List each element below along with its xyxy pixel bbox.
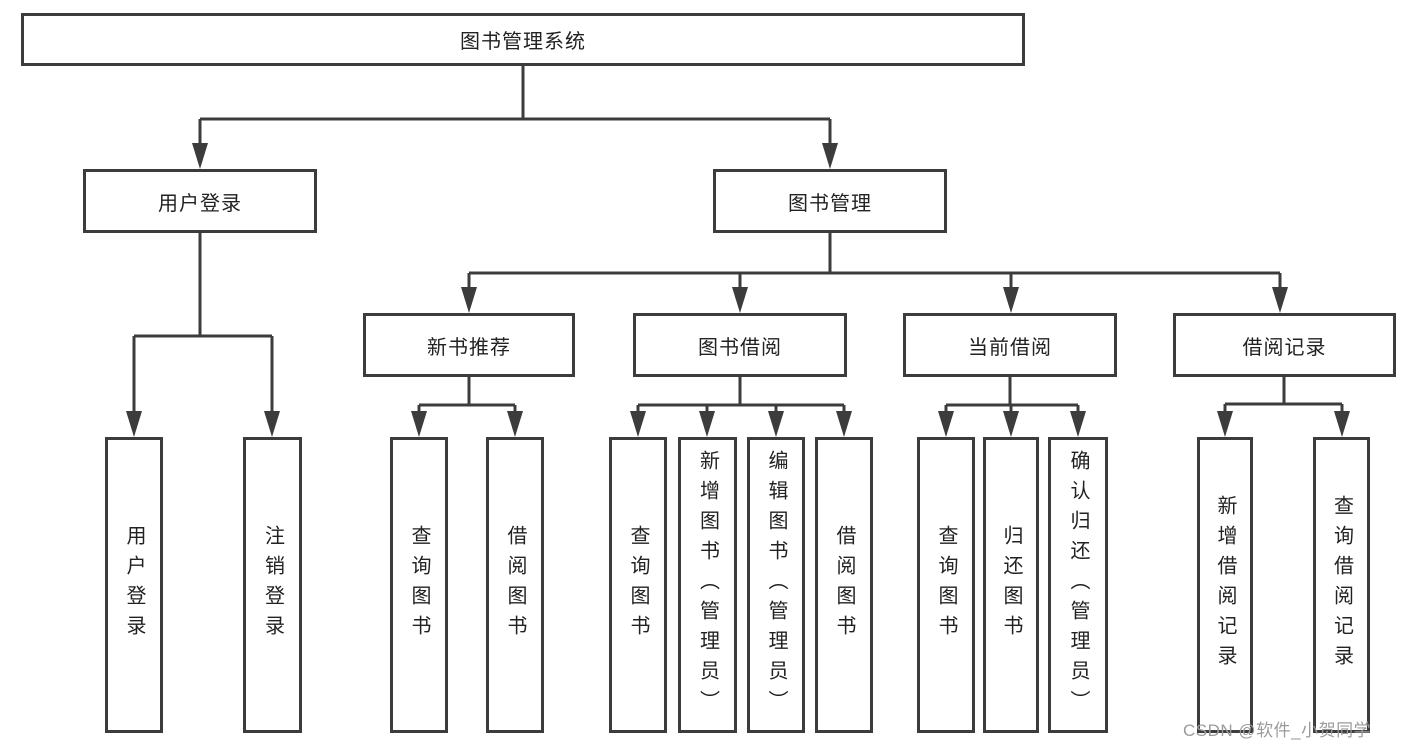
leaf-label: 编辑图书（管理员） (765, 450, 787, 720)
leaf-edit-books-admin: 编辑图书（管理员） (747, 437, 805, 733)
leaf-label: 查询图书 (935, 525, 957, 645)
leaf-label: 确认归还（管理员） (1067, 450, 1089, 720)
leaf-label: 新增图书（管理员） (696, 450, 719, 720)
leaf-query-borrow-record: 查询借阅记录 (1313, 437, 1370, 733)
node-label: 用户登录 (158, 192, 242, 215)
node-label: 新书推荐 (427, 336, 511, 359)
node-library-management-system: 图书管理系统 (21, 13, 1025, 66)
leaf-label: 注销登录 (261, 525, 284, 645)
leaf-borrow-books: 借阅图书 (815, 437, 873, 733)
node-label: 借阅记录 (1242, 336, 1327, 359)
leaf-label: 借阅图书 (504, 525, 526, 645)
leaf-return-books: 归还图书 (983, 437, 1039, 733)
leaf-query-books: 查询图书 (917, 437, 975, 733)
leaf-query-books: 查询图书 (609, 437, 667, 733)
node-user-login: 用户登录 (83, 169, 317, 233)
leaf-label: 查询图书 (408, 525, 430, 645)
leaf-add-borrow-record: 新增借阅记录 (1197, 437, 1253, 733)
leaf-label: 用户登录 (123, 525, 145, 645)
leaf-borrow-books: 借阅图书 (486, 437, 544, 733)
leaf-label: 查询图书 (627, 525, 649, 645)
node-book-management: 图书管理 (713, 169, 947, 233)
leaf-label: 归还图书 (1000, 525, 1022, 645)
leaf-confirm-return-admin: 确认归还（管理员） (1048, 437, 1108, 733)
leaf-label: 借阅图书 (833, 525, 855, 645)
node-label: 图书借阅 (698, 336, 782, 359)
node-new-book-recommend: 新书推荐 (363, 313, 575, 377)
leaf-query-books: 查询图书 (390, 437, 448, 733)
node-label: 图书管理系统 (460, 31, 586, 53)
node-current-borrowing: 当前借阅 (903, 313, 1117, 377)
leaf-label: 查询借阅记录 (1330, 495, 1353, 675)
leaf-user-login: 用户登录 (105, 437, 163, 733)
node-borrowing-records: 借阅记录 (1173, 313, 1396, 377)
node-label: 图书管理 (788, 192, 872, 215)
csdn-watermark: CSDN @软件_小贺同学 (1183, 721, 1372, 740)
node-label: 当前借阅 (968, 336, 1052, 359)
leaf-add-books-admin: 新增图书（管理员） (678, 437, 737, 733)
node-book-borrowing: 图书借阅 (633, 313, 847, 377)
leaf-logout: 注销登录 (243, 437, 302, 733)
leaf-label: 新增借阅记录 (1214, 495, 1236, 675)
